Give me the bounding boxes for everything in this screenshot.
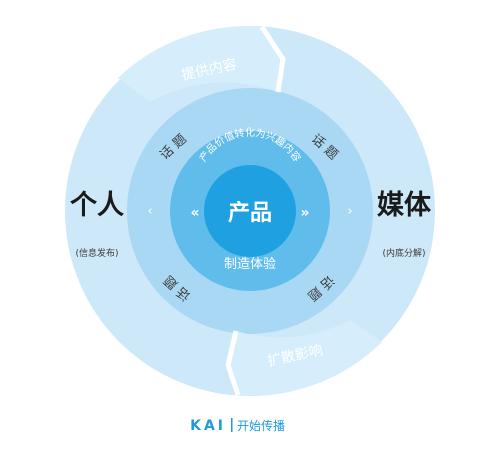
top-arrow-band (118, 26, 283, 103)
middle-ring-bottom-label: 制造体验 (224, 256, 276, 272)
chevron-left-icon: ‹ (147, 204, 152, 219)
left-subtitle: (信息发布) (75, 247, 118, 259)
core-title: 产品 (228, 201, 272, 226)
chevron-right-icon: › (347, 204, 352, 219)
footer-brand-letters: KAI (190, 418, 226, 434)
bottom-arrow-chevron (225, 330, 241, 396)
footer-divider (231, 418, 233, 432)
right-subtitle: (内底分解) (382, 247, 425, 259)
core-circle (204, 165, 296, 257)
footer-brand-text: 开始传播 (237, 418, 285, 433)
bottom-arrow-band (228, 320, 382, 396)
core-chevron-right-icon: » (300, 205, 309, 221)
left-title: 个人 (70, 190, 124, 221)
top-arrow-chevron (259, 25, 286, 93)
right-title: 媒体 (377, 189, 432, 221)
core-chevron-left-icon: « (190, 205, 199, 221)
